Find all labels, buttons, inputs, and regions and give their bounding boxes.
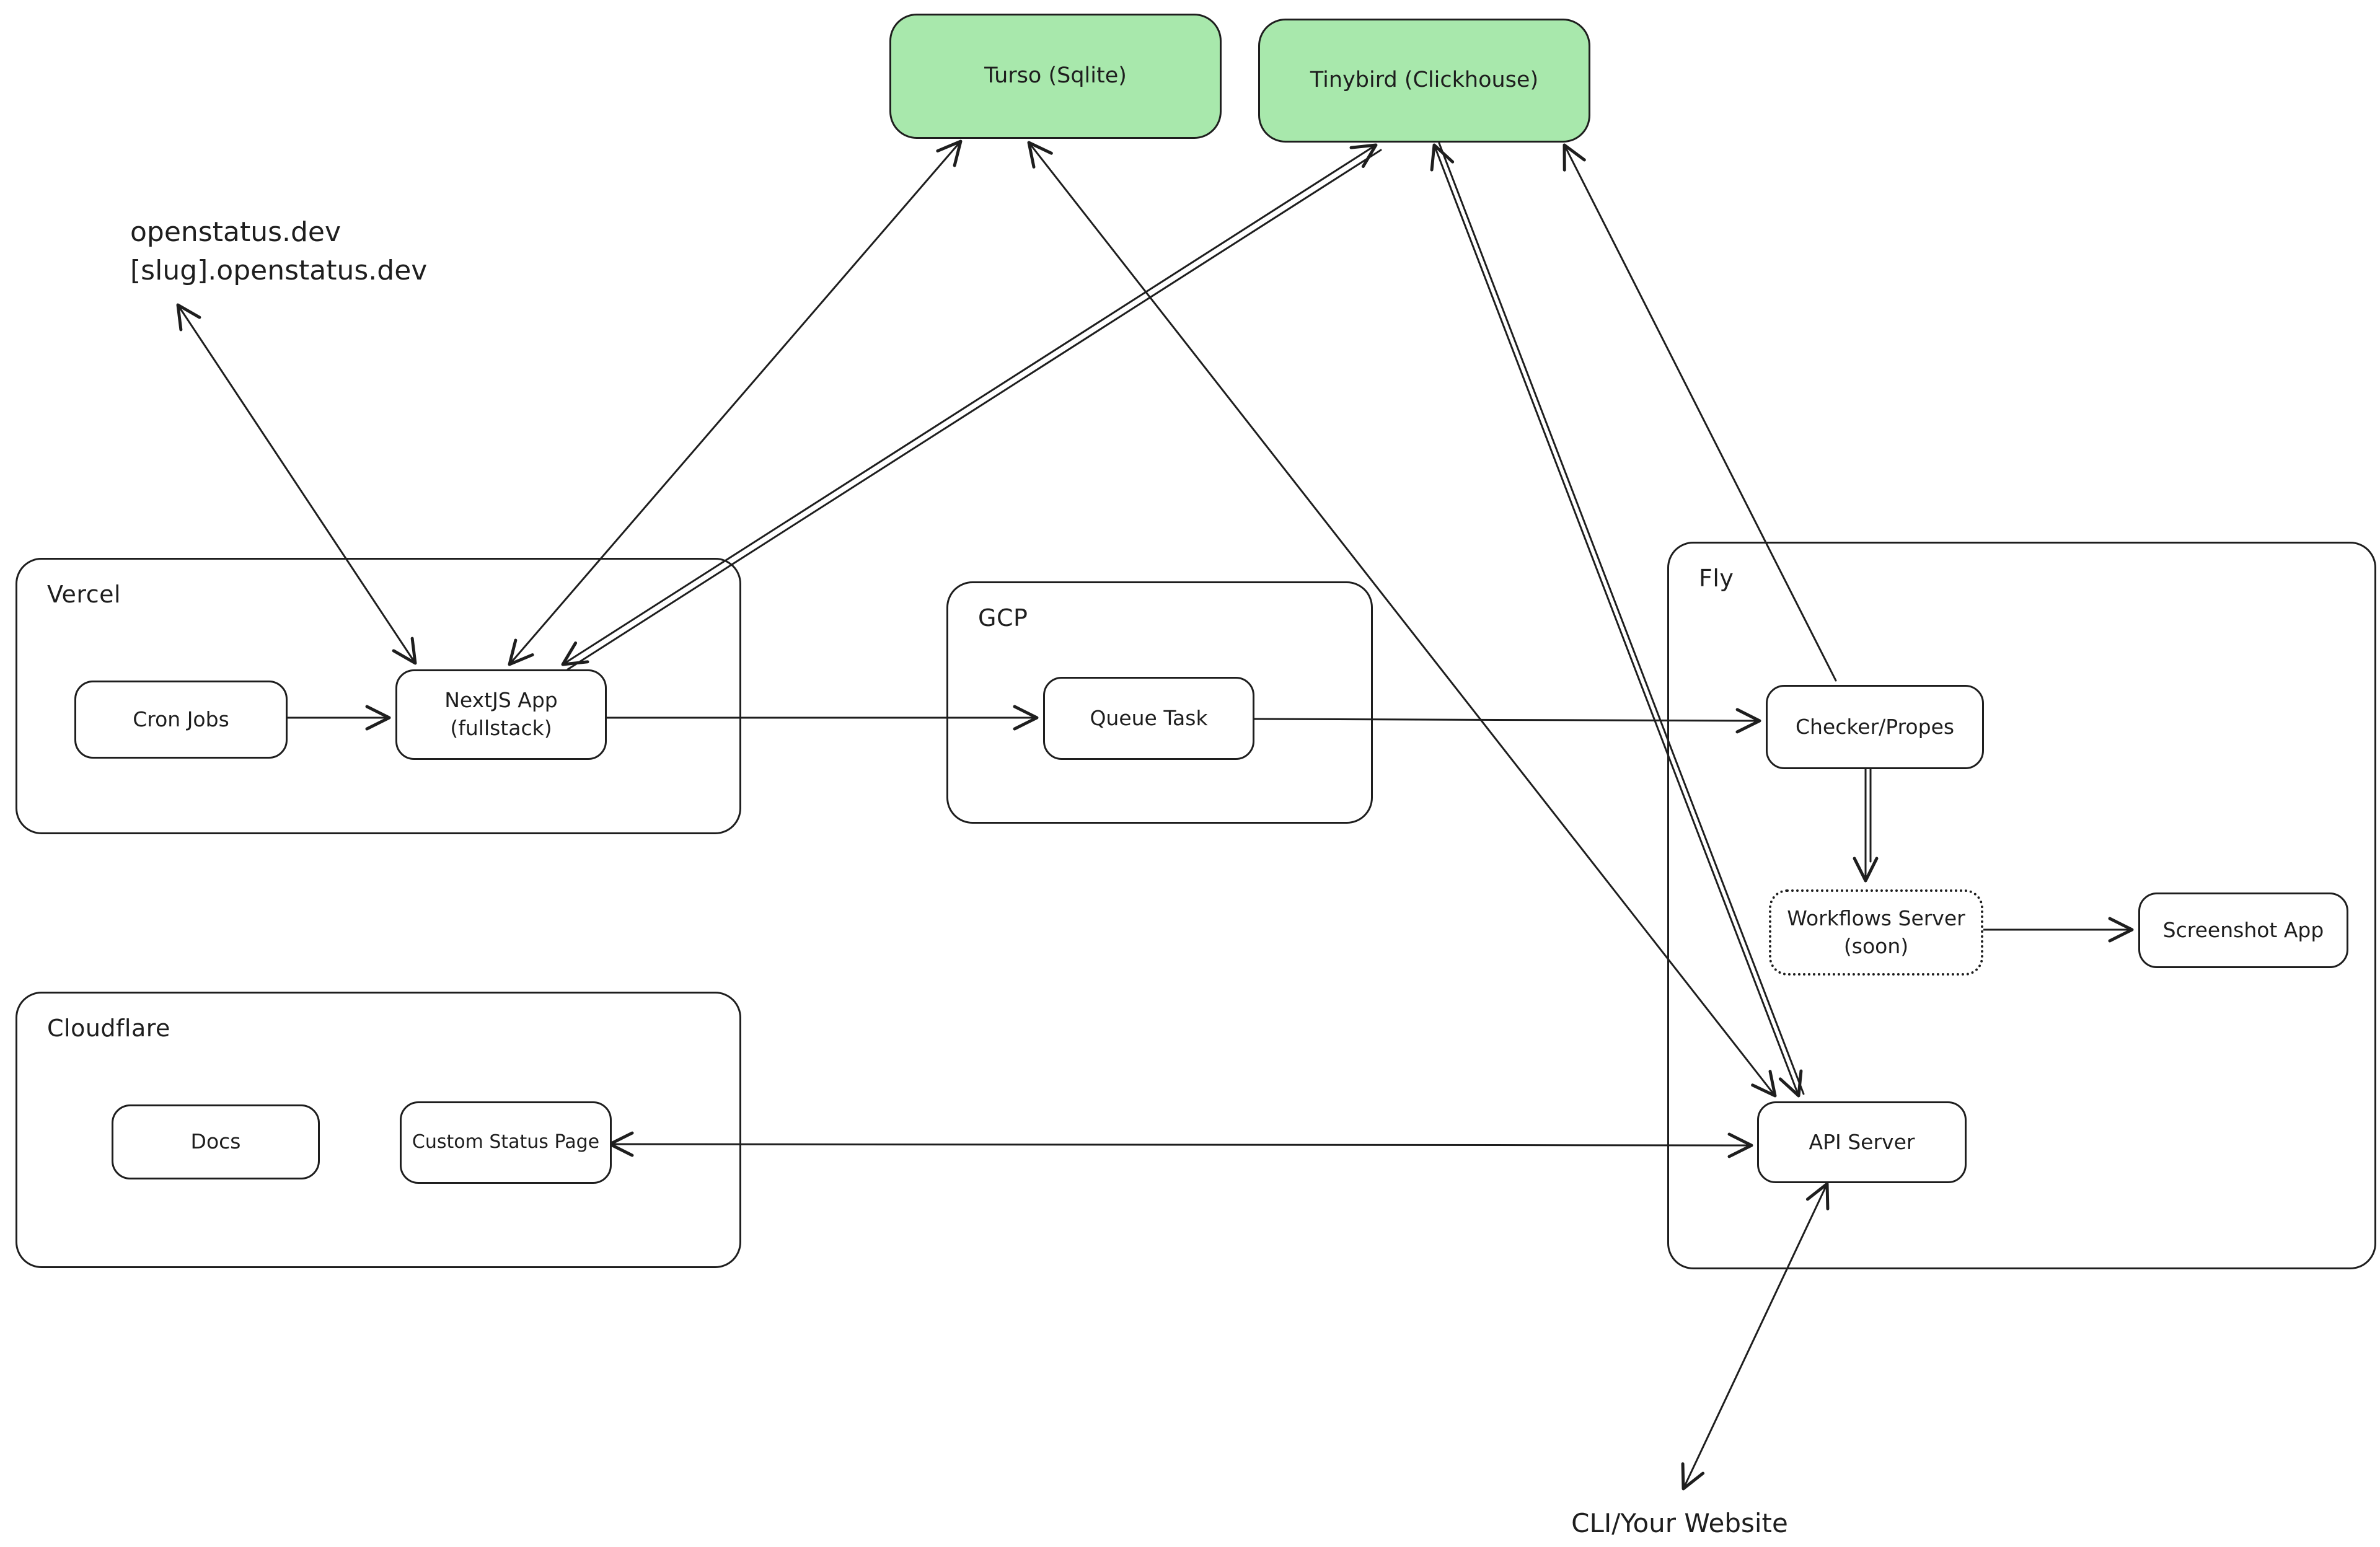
node-cron-jobs-label: Cron Jobs (133, 707, 229, 731)
node-docs-label: Docs (190, 1129, 241, 1154)
node-checker-propes-label: Checker/Propes (1795, 714, 1955, 739)
node-checker-propes: Checker/Propes (1766, 685, 1984, 769)
node-api-server-label: API Server (1809, 1129, 1915, 1154)
node-queue-task: Queue Task (1043, 677, 1254, 760)
node-workflows-server: Workflows Server (soon) (1769, 889, 1983, 976)
arrow-tinybird-api-stroke2 (1438, 142, 1805, 1095)
node-nextjs-app: NextJS App (fullstack) (395, 669, 607, 760)
node-screenshot-app-label: Screenshot App (2162, 917, 2324, 942)
node-api-server: API Server (1757, 1101, 1967, 1183)
container-cloudflare: Cloudflare (15, 992, 741, 1268)
node-custom-status-page: Custom Status Page (400, 1101, 612, 1184)
container-label-cloudflare: Cloudflare (47, 1015, 170, 1042)
annotation-domains: openstatus.dev [slug].openstatus.dev (130, 216, 428, 287)
node-screenshot-app: Screenshot App (2138, 892, 2348, 968)
node-custom-status-page-label: Custom Status Page (412, 1131, 600, 1153)
arrow-nextjs-turso (508, 139, 963, 666)
arrow-tinybird-api (1430, 143, 1803, 1098)
arrow-nextjs-tinybird-stroke2 (566, 149, 1382, 671)
node-turso: Turso (Sqlite) (889, 14, 1222, 139)
node-nextjs-app-label: NextJS App (fullstack) (444, 688, 558, 740)
arrow-checker-to-tinybird (1562, 143, 1837, 682)
node-queue-task-label: Queue Task (1090, 705, 1208, 730)
node-tinybird: Tinybird (Clickhouse) (1258, 19, 1590, 143)
arrow-domains-nextjs (176, 303, 417, 665)
node-turso-label: Turso (Sqlite) (984, 63, 1127, 89)
arrow-nextjs-tinybird (561, 143, 1378, 666)
arrow-api-statuspage (608, 1131, 1753, 1158)
node-workflows-server-label: Workflows Server (soon) (1787, 906, 1965, 958)
annotation-cli-your-website: CLI/Your Website (1571, 1508, 1788, 1538)
node-docs: Docs (112, 1104, 320, 1179)
arrow-queuetask-to-checker (1251, 708, 1761, 734)
arrow-api-cli (1681, 1182, 1830, 1491)
container-label-vercel: Vercel (47, 581, 121, 608)
node-tinybird-label: Tinybird (Clickhouse) (1310, 68, 1539, 93)
node-cron-jobs: Cron Jobs (74, 681, 288, 759)
arrow-turso-api (1027, 141, 1777, 1098)
